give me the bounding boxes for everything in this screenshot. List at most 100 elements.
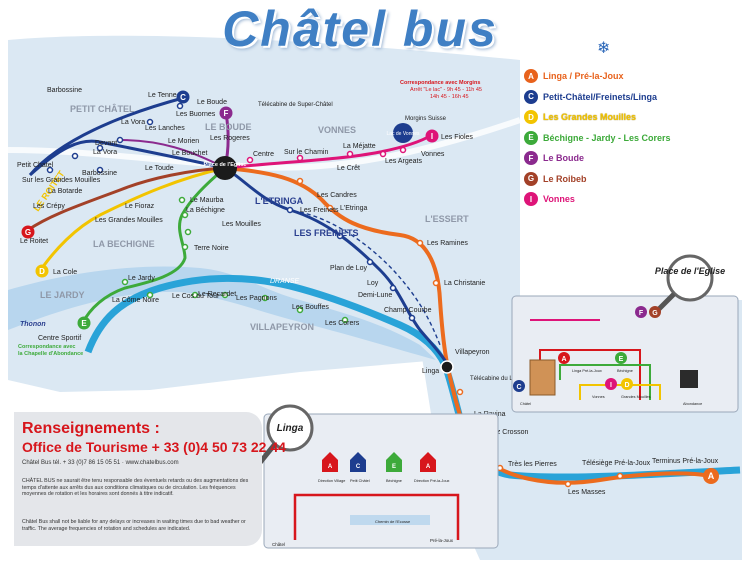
zone-la-bechigne: LA BECHIGNE: [93, 239, 155, 249]
inset-linga-title: Linga: [277, 423, 304, 434]
stop-centre: Centre: [253, 151, 274, 158]
stop-barbossine: Barbossine: [82, 170, 117, 177]
line-c-route: [28, 96, 450, 366]
valley-background: [8, 35, 520, 392]
morgins-line1: Correspondance avec Morgins: [400, 80, 480, 86]
line-i-route: [224, 133, 433, 170]
legend-label-e: Béchigne - Jardy - Les Corers: [543, 132, 671, 143]
stop-le-boude: Le Boude: [197, 99, 227, 106]
eglise-badge-f: F: [639, 310, 644, 317]
line-e-route: [80, 166, 226, 325]
badge-f: F: [224, 109, 229, 118]
zone-le-jardy: LE JARDY: [40, 290, 85, 300]
linga-stop-direction-village: Direction Village: [318, 479, 345, 483]
stop-champ-courbe: Champ Courbe: [384, 307, 432, 314]
stop-labels: Le Tenne Le Boude La Vora Les Buornes Le…: [17, 92, 719, 496]
legend-label-c: Petit-Châtel/Freinets/Linga: [543, 91, 658, 102]
stop-telesiege-pre-la-joux: Télésiège Pré-la-Joux: [582, 460, 651, 467]
inset-place-eglise: Place de l'Eglise A E I D C F G Linga Pr…: [511, 254, 739, 413]
abondance-line2: la Chapelle d'Abondance: [18, 351, 83, 357]
info-contact: Châtel Bus tél. + 33 (0)7 86 15 05 51 · …: [22, 460, 179, 466]
stop-les-ramines: Les Ramines: [427, 240, 468, 247]
stop-devant: Devant: [95, 140, 117, 147]
linga-badge-e: E: [392, 464, 396, 470]
eglise-stop-linga: Linga Pré-la-Joux: [572, 369, 602, 373]
linga-stop-chemin: Chemin de l'Ecosse: [375, 519, 411, 524]
morgins-line2: Arrêt "Le lac" - 9h 45 - 11h 45: [410, 87, 482, 93]
legend-label-a: Linga / Pré-la-Joux: [543, 71, 624, 82]
line-c-dashed: [299, 211, 441, 346]
legend-badge-c: C: [524, 89, 538, 104]
linga-stop-chatel: Châtel: [272, 542, 285, 547]
eglise-stop-bechigne: Béchigne: [617, 369, 633, 373]
stop-les-bouffes: Les Bouffes: [292, 304, 329, 311]
stop-les-rogeres: Les Rogeres: [210, 135, 250, 142]
stop-la-mejatte: La Méjatte: [343, 143, 376, 150]
eglise-badge-a: A: [561, 356, 566, 363]
snowflake-icon: ❄: [597, 38, 611, 57]
stop-la-christanie: La Christanie: [444, 280, 485, 287]
abondance-line1: Correspondance avec: [18, 344, 75, 350]
stop-les-fioles: Les Fioles: [441, 134, 473, 141]
info-title: Renseignements :: [22, 420, 160, 437]
disclaimer-french: CHÂTEL BUS ne saurait être tenu responsa…: [22, 478, 249, 498]
morgins-line3: 14h 45 - 16h 45: [430, 94, 469, 100]
legend-badge-d: D: [524, 110, 538, 125]
stop-la-bechigne: La Béchigne: [186, 207, 225, 214]
linga-stop-petit-chatel: Petit Châtel: [350, 479, 370, 483]
legend-badge-e: E: [524, 130, 538, 145]
zone-petit-chatel: PETIT CHÂTEL: [70, 103, 135, 114]
zone-les-freinets: LES FREINETS: [294, 228, 359, 238]
zone-l-essert: L'ESSERT: [425, 214, 469, 224]
stop-demi-lune: Demi-Lune: [358, 292, 392, 299]
stop-villapeyron: Villapeyron: [455, 349, 490, 356]
stop-sur-le-chamin: Sur le Chamin: [284, 149, 328, 156]
stop-terre-noire: Terre Noire: [194, 245, 229, 252]
legend-label-g: Le Roibeb: [543, 173, 587, 184]
badge-e: E: [81, 319, 87, 328]
river-label: DRANSE: [270, 278, 300, 285]
stop-les-freinets: Les Freinets: [300, 207, 339, 214]
stop-les-grandes-mouilles: Les Grandes Mouilles: [95, 217, 163, 224]
stop-les-pagnons: Les Pagnons: [236, 295, 277, 302]
legend-label-f: Le Boude: [543, 153, 585, 164]
stop-le-toude: Le Toude: [145, 165, 174, 172]
legend-badge-i: I: [524, 192, 538, 207]
stop-la-vora-2: La Vora: [93, 149, 117, 156]
place-thonon: Thonon: [20, 321, 46, 328]
legend-item-e: E Béchigne - Jardy - Les Corers: [524, 128, 734, 149]
stop-le-bouchet: Le Bouchet: [172, 150, 207, 157]
legend-badge-f: F: [524, 151, 538, 166]
stop-les-argeats: Les Argeats: [385, 158, 422, 165]
info-office-phone: Office de Tourisme + 33 (0)4 50 73 22 44: [22, 439, 286, 455]
legend-item-a: A Linga / Pré-la-Joux: [524, 66, 734, 87]
stop-le-jardy: Le Jardy: [128, 275, 155, 282]
badge-d: D: [39, 267, 45, 276]
legend-badge-a: A: [524, 69, 538, 84]
place-morgins-suisse: Morgins Suisse: [405, 116, 447, 122]
stop-terminus-pre-la-joux: Terminus Pré-la-Joux: [652, 458, 719, 465]
badge-c: C: [180, 93, 186, 102]
inset-eglise-title: Place de l'Eglise: [655, 266, 725, 276]
legend-badge-g: G: [524, 171, 538, 186]
dranse-valley: [8, 266, 436, 360]
hub-label: Place de l'Eglise: [204, 162, 247, 168]
stop-la-cole: La Cole: [53, 269, 77, 276]
stop-les-corers: Les Corers: [325, 320, 360, 327]
zone-villapeyron: VILLAPEYRON: [250, 322, 314, 332]
linga-badge-a1: A: [328, 464, 333, 470]
stop-le-tenne: Le Tenne: [148, 92, 177, 99]
river-dranse: [84, 274, 741, 481]
stop-le-maurba: Le Maurba: [190, 197, 224, 204]
badge-a: A: [708, 471, 715, 481]
place-telecabine-linga: Télécabine du Linga: [470, 376, 525, 382]
line-legend: A Linga / Pré-la-Joux C Petit-Châtel/Frein…: [524, 66, 734, 210]
stop-l-etringa: L'Etringa: [340, 205, 368, 212]
stop-les-crepy: Les Crépy: [33, 203, 65, 210]
stop-sur-les-grandes-mouilles: Sur les Grandes Mouilles: [22, 177, 101, 184]
stop-centre-sportif: Centre Sportif: [38, 335, 81, 342]
stop-le-cos-du-tour: Le Cos du Tour: [172, 293, 220, 300]
